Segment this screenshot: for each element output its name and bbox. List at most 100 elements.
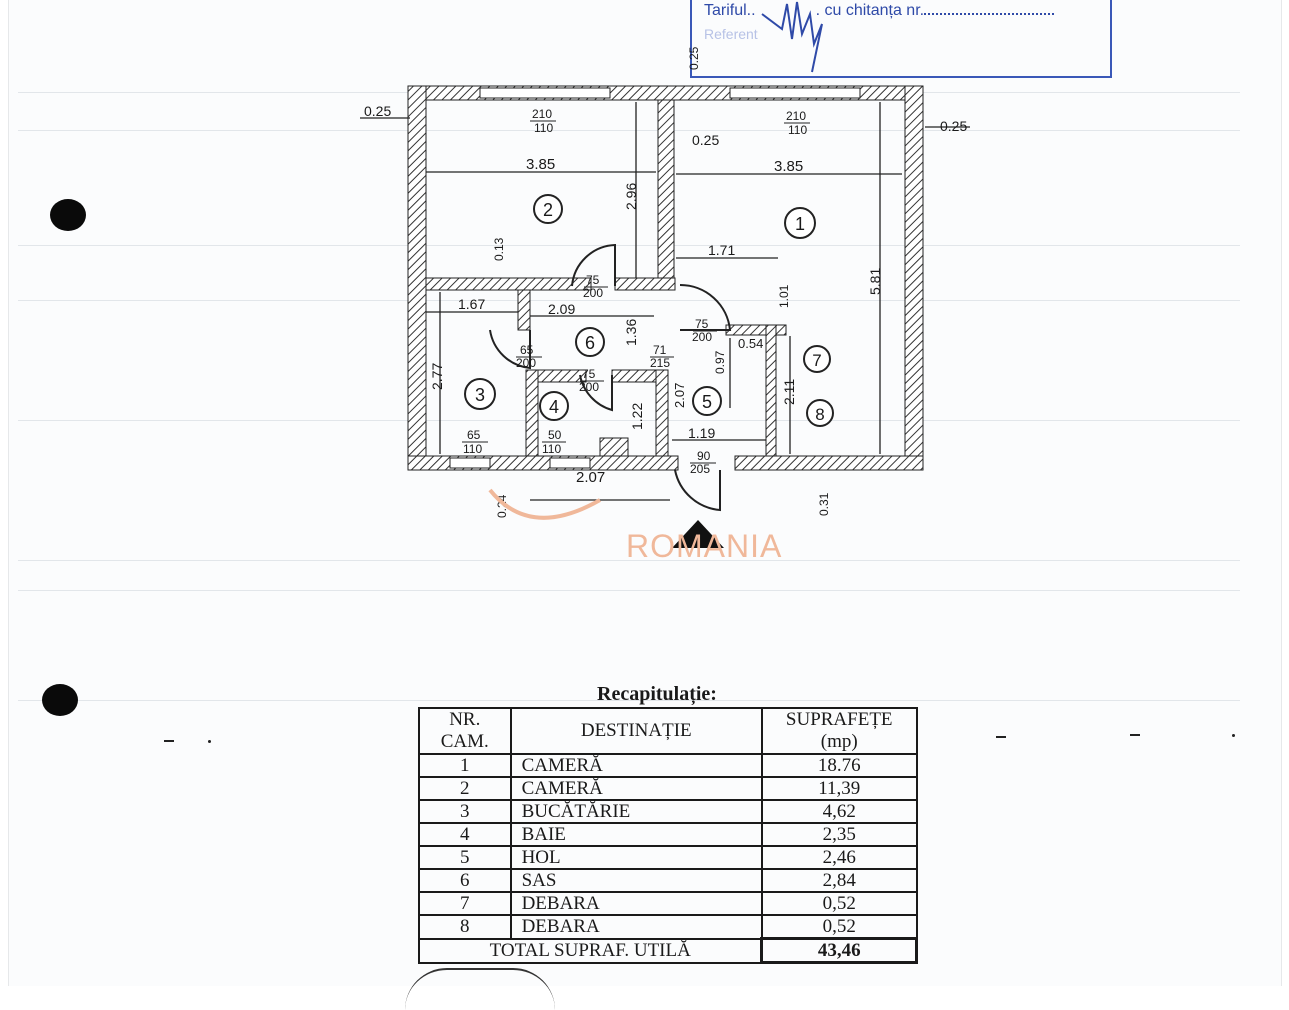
header-suprafete: SUPRAFEȚE(mp) [760,707,918,755]
stamp-tariff-label: Tariful.. [704,2,756,19]
room-markers: 1 2 3 4 5 6 7 [464,194,834,427]
dim-label: 75 [586,273,600,287]
cell-destinatie: DEBARA [509,914,763,940]
room-number: 6 [585,333,595,353]
interior-walls [425,99,787,457]
scan-line [18,590,1240,591]
dim-label: 1.36 [623,319,639,346]
dimension-labels: 0.25 0.25 0.25 0.25 210 110 210 110 3.85… [364,46,967,518]
stamp-referent-label: Referent [704,26,758,42]
room-marker: 5 [692,386,722,416]
cell-destinatie: BAIE [509,822,763,847]
table-row: 6 SAS 2,84 [418,868,918,893]
outer-walls [407,85,924,471]
dim-label: 2.96 [623,183,639,210]
room-number: 2 [543,200,553,220]
stray-mark [208,740,211,743]
dim-label: 2.07 [576,469,605,486]
recap-table: NR.CAM. DESTINAȚIE SUPRAFEȚE(mp) 1 CAMER… [418,707,918,964]
door-swings [489,243,732,512]
table-row: 7 DEBARA 0,52 [418,891,918,916]
dim-label: 71 [653,343,667,357]
dim-label: 0.54 [738,336,763,351]
cell-nr: 3 [418,799,512,824]
cell-nr: 6 [418,868,512,893]
scan-line [18,700,1240,701]
room-number: 8 [815,405,824,424]
dim-label: 65 [467,428,481,442]
table-row: 2 CAMERĂ 11,39 [418,776,918,801]
table-row: 3 BUCĂTĂRIE 4,62 [418,799,918,824]
dim-label: 215 [650,356,670,370]
cell-suprafata: 2,46 [760,845,918,870]
cell-destinatie: DEBARA [509,891,763,916]
table-row: 4 BAIE 2,35 [418,822,918,847]
room-number: 5 [702,392,712,412]
scan-line [18,420,1240,421]
dim-label: 1.19 [688,425,715,441]
dim-label: 1.67 [458,296,485,312]
dim-label: 200 [579,380,599,394]
signature [761,1,823,73]
cell-suprafata: 2,35 [760,822,918,847]
dim-label: 200 [583,286,603,300]
cell-destinatie: CAMERĂ [509,776,763,801]
cell-destinatie: HOL [509,845,763,870]
scan-line [18,300,1240,301]
official-stamp: Tariful.. . cu chitanța nr. Referent [690,0,1112,78]
table-row: 8 DEBARA 0,52 [418,914,918,940]
room-marker: 1 [784,207,816,239]
dim-label: 0.97 [713,350,727,374]
dim-label: 2.11 [781,379,797,405]
dim-label: 3.85 [774,158,803,175]
cell-nr: 2 [418,776,512,801]
dim-label: 200 [692,330,712,344]
header-nr: NR.CAM. [418,707,512,755]
punch-hole [42,684,78,716]
cell-suprafata: 2,84 [760,868,918,893]
dim-label: 1.71 [708,242,735,258]
dim-label: 110 [788,123,807,137]
dim-label: 110 [534,121,553,135]
watermark-text: ROMANIA [626,528,783,564]
total-value: 43,46 [760,937,918,964]
dim-label: 200 [516,356,536,370]
room-marker: 6 [575,327,605,357]
scan-line [18,130,1240,131]
room-marker: 3 [464,378,496,410]
cell-suprafata: 11,39 [760,776,918,801]
room-marker: 4 [539,391,569,421]
watermark-arc [488,488,601,520]
dim-label: 2.09 [548,301,575,317]
room-number: 7 [812,351,821,370]
dim-label: 0.25 [940,118,967,134]
cell-nr: 5 [418,845,512,870]
total-label: TOTAL SUPRAF. UTILĂ [418,937,763,964]
stray-mark [1232,734,1235,737]
dimension-lines [360,102,970,501]
stray-mark [164,740,174,742]
scan-line [18,560,1240,561]
dim-label: 0.31 [817,492,831,516]
dim-label: 0.25 [687,46,701,70]
dim-label: 110 [463,442,482,456]
stamp-receipt-label: . cu chitanța nr. [815,2,925,19]
dim-label: 90 [697,449,711,463]
dim-label: 2.77 [429,363,445,390]
room-marker: 2 [533,194,563,224]
dim-label: 5.81 [867,268,883,295]
dim-label: 0.13 [492,237,506,261]
punch-hole [50,199,86,231]
dim-label: 110 [542,442,561,456]
room-marker: 7 [803,345,831,373]
cell-suprafata: 0,52 [760,914,918,940]
dim-label: 2.07 [672,383,687,408]
cell-suprafata: 4,62 [760,799,918,824]
room-number: 3 [475,385,485,405]
table-row: 5 HOL 2,46 [418,845,918,870]
cell-nr: 8 [418,914,512,940]
stray-mark [996,736,1006,738]
header-destinatie: DESTINAȚIE [509,707,763,755]
dim-label: 205 [690,462,710,476]
cell-destinatie: BUCĂTĂRIE [509,799,763,824]
